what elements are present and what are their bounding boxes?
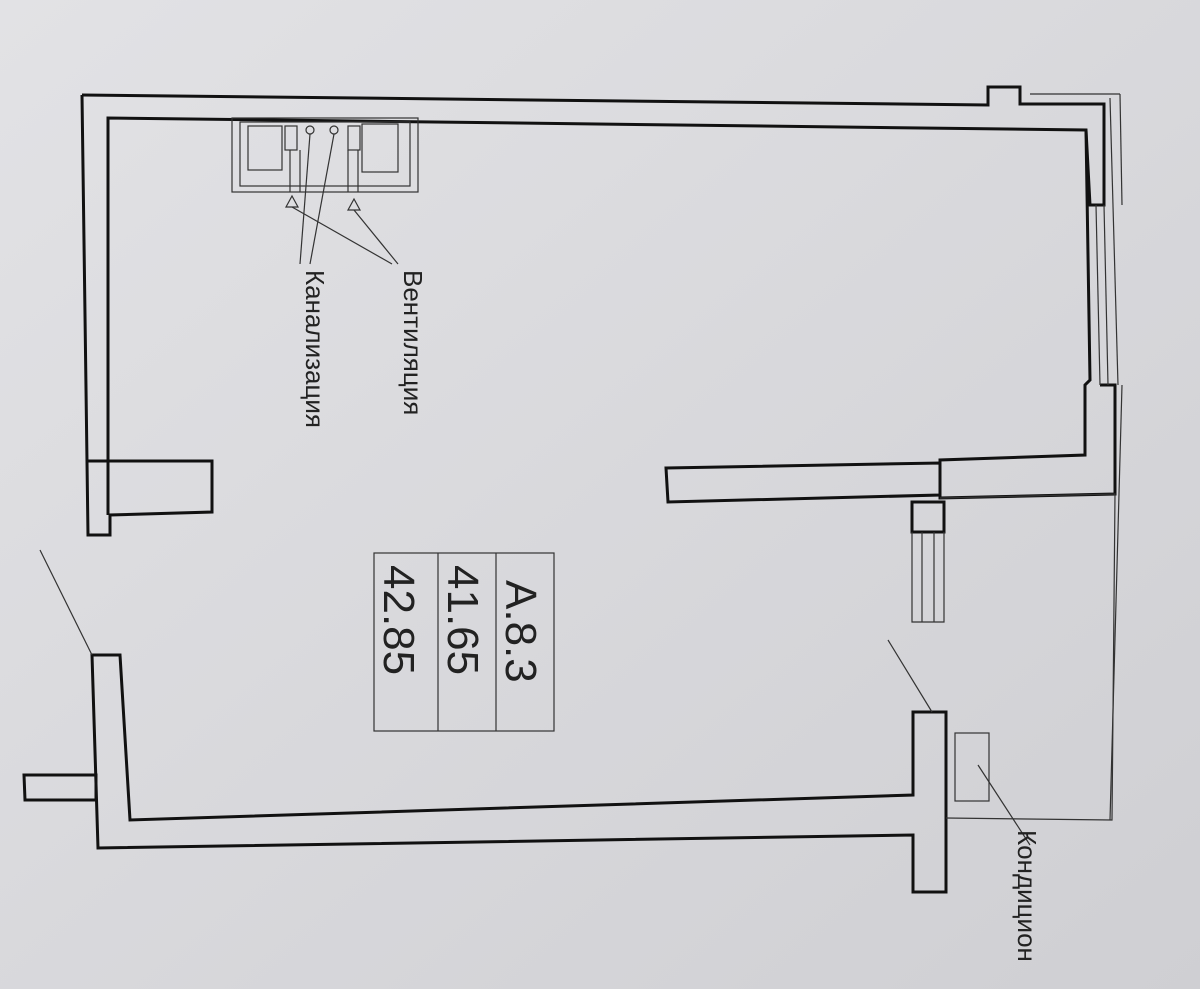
label-ventilation: Вентиляция (398, 270, 428, 415)
unit-info-box: А.8.3 41.65 42.85 (373, 552, 555, 732)
balcony-outline (939, 493, 1116, 821)
window-line-5 (1119, 93, 1123, 206)
window-line-1 (1095, 204, 1101, 386)
window-line-2 (1103, 204, 1109, 386)
leader-sewer-2 (309, 133, 335, 265)
wall-outer-bottom (90, 653, 948, 894)
unit-area-2: 42.85 (374, 565, 423, 675)
balcony-edge (1109, 384, 1123, 821)
unit-area-1: 41.65 (438, 565, 487, 675)
door-frame (911, 532, 945, 623)
conditioner-box (954, 732, 990, 802)
window-line-3 (1109, 97, 1119, 386)
wall-left-stub (22, 773, 98, 802)
label-conditioner: Кондицион (1012, 830, 1042, 962)
conditioner-leader (977, 764, 1031, 846)
utility-shaft (231, 117, 419, 211)
leader-sewer-1 (299, 133, 311, 265)
partition-wall (664, 461, 942, 504)
leader-line-balcony (887, 639, 933, 713)
label-sewerage: Канализация (300, 270, 330, 428)
wall-left-pier (80, 94, 214, 537)
column-block (910, 500, 946, 534)
leader-vent-1 (291, 206, 393, 265)
wall-right-upper (938, 129, 1117, 500)
leader-line-left (39, 549, 93, 656)
unit-code: А.8.3 (496, 580, 545, 683)
wall-outer-top (81, 85, 1106, 515)
leader-vent-2 (353, 209, 399, 265)
